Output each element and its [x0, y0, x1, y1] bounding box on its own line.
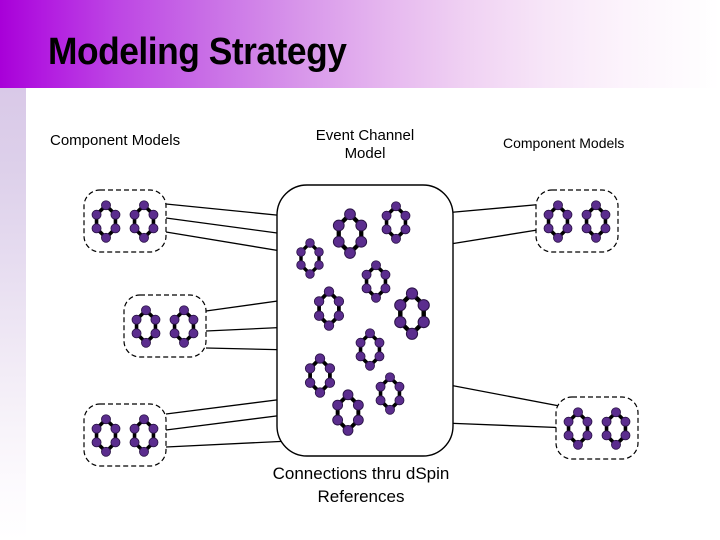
component-box-right-bottom[interactable] — [555, 396, 639, 460]
connector-right-bot-1 — [443, 383, 571, 409]
label-component-models-right: Component Models — [503, 135, 625, 151]
component-box-left-bottom[interactable] — [83, 403, 167, 467]
connector-right-bot-2 — [443, 422, 571, 429]
caption-connections: Connections thru dSpin References — [272, 464, 450, 506]
connector-left-bot-3 — [165, 440, 291, 448]
connector-left-bot-2 — [165, 413, 293, 431]
connector-left-top-1 — [165, 203, 287, 217]
connector-left-top-3 — [165, 231, 294, 254]
event-channel-model-box[interactable] — [276, 184, 454, 457]
connector-left-top-2 — [165, 217, 293, 236]
label-event-channel-model: Event Channel Model — [315, 127, 415, 162]
connector-left-bot-1 — [165, 397, 293, 415]
component-box-left-top[interactable] — [83, 189, 167, 253]
left-accent-strip — [0, 88, 26, 540]
component-box-left-middle[interactable] — [123, 294, 207, 358]
page-title: Modeling Strategy — [48, 31, 347, 73]
component-box-right-top[interactable] — [535, 189, 619, 253]
title-banner — [0, 0, 720, 88]
label-component-models-left: Component Models — [50, 132, 181, 149]
